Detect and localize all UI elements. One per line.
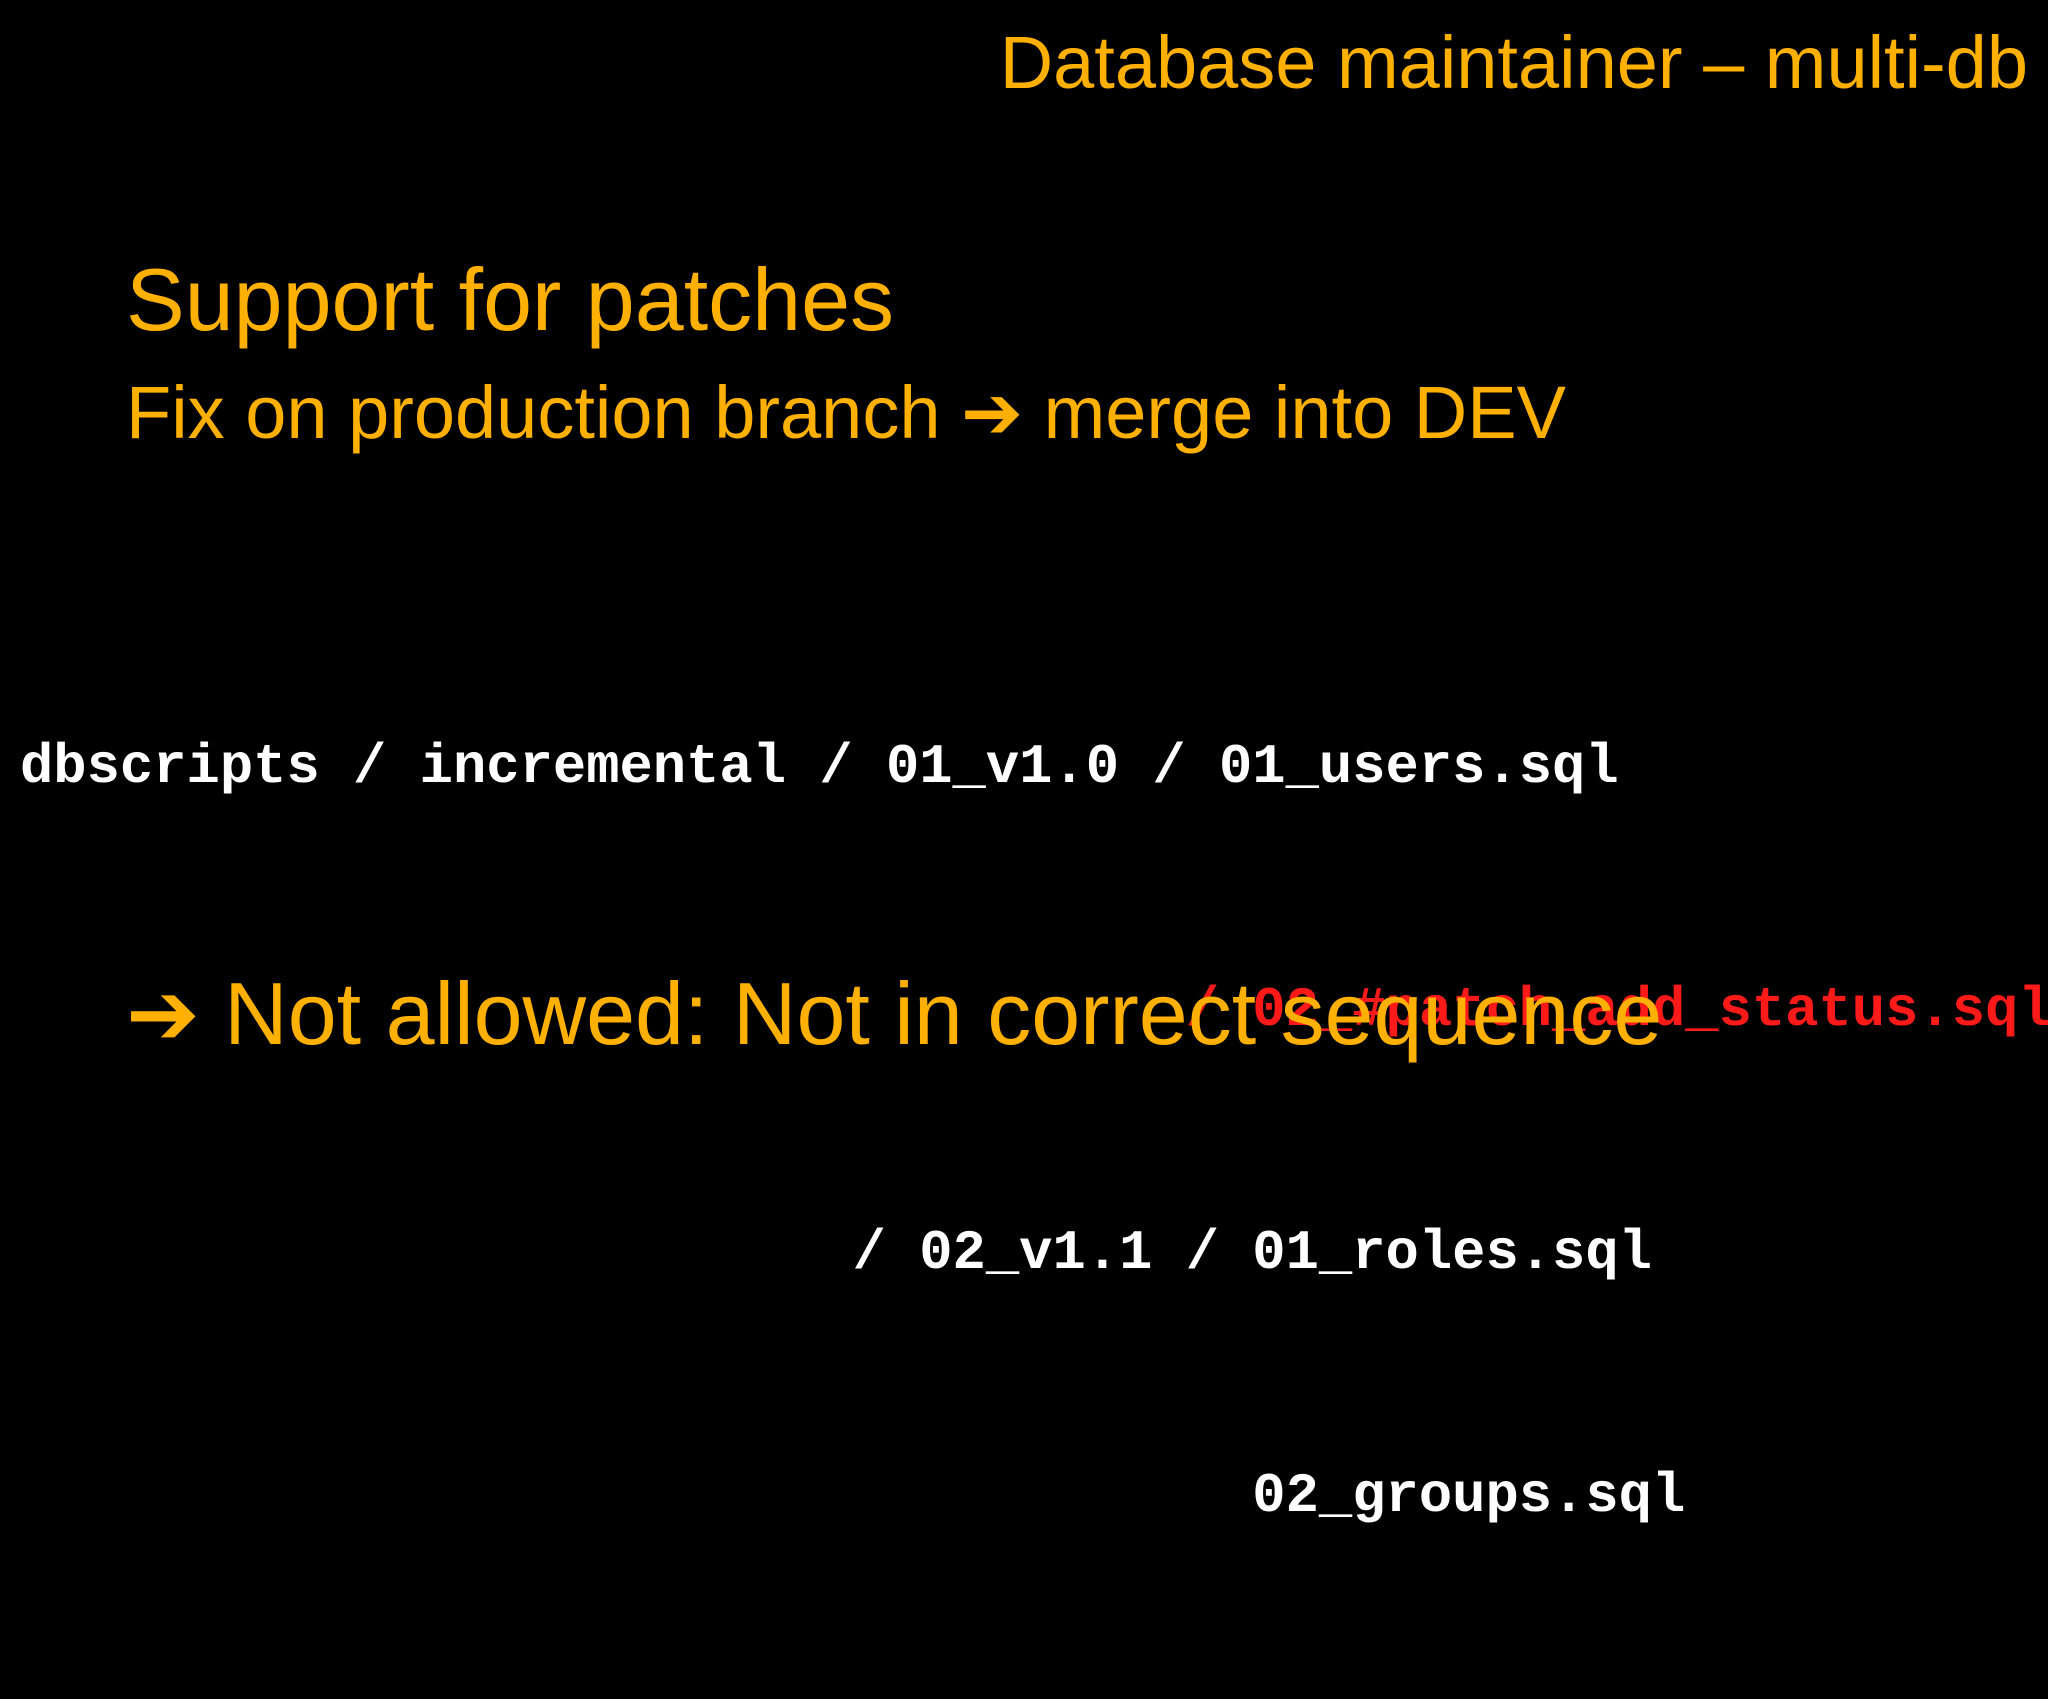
code-line: 02_groups.sql: [20, 1465, 1686, 1528]
subheading-text-after: merge into DEV: [1023, 371, 1566, 454]
subheading-text-before: Fix on production branch: [126, 371, 962, 454]
right-arrow-icon: ➔: [961, 370, 1024, 456]
subheading: Fix on production branch ➔ merge into DE…: [126, 368, 1566, 458]
section-heading: Support for patches: [126, 250, 895, 349]
code-line-highlighted: / 02_#patch_add_status.sql: [20, 979, 2048, 1042]
code-line: dbscripts / incremental / 01_v1.0 / 01_u…: [20, 736, 1619, 799]
right-arrow-icon: ➔: [126, 962, 200, 1065]
code-line: / 02_v1.1 / 01_roles.sql: [20, 1222, 1652, 1285]
code-block: dbscripts / incremental / 01_v1.0 / 01_u…: [20, 565, 2048, 1699]
slide-title: Database maintainer – multi-db: [999, 21, 2028, 104]
conclusion: ➔ Not allowed: Not in correct sequence: [126, 962, 1662, 1066]
conclusion-text: Not allowed: Not in correct sequence: [199, 964, 1663, 1063]
